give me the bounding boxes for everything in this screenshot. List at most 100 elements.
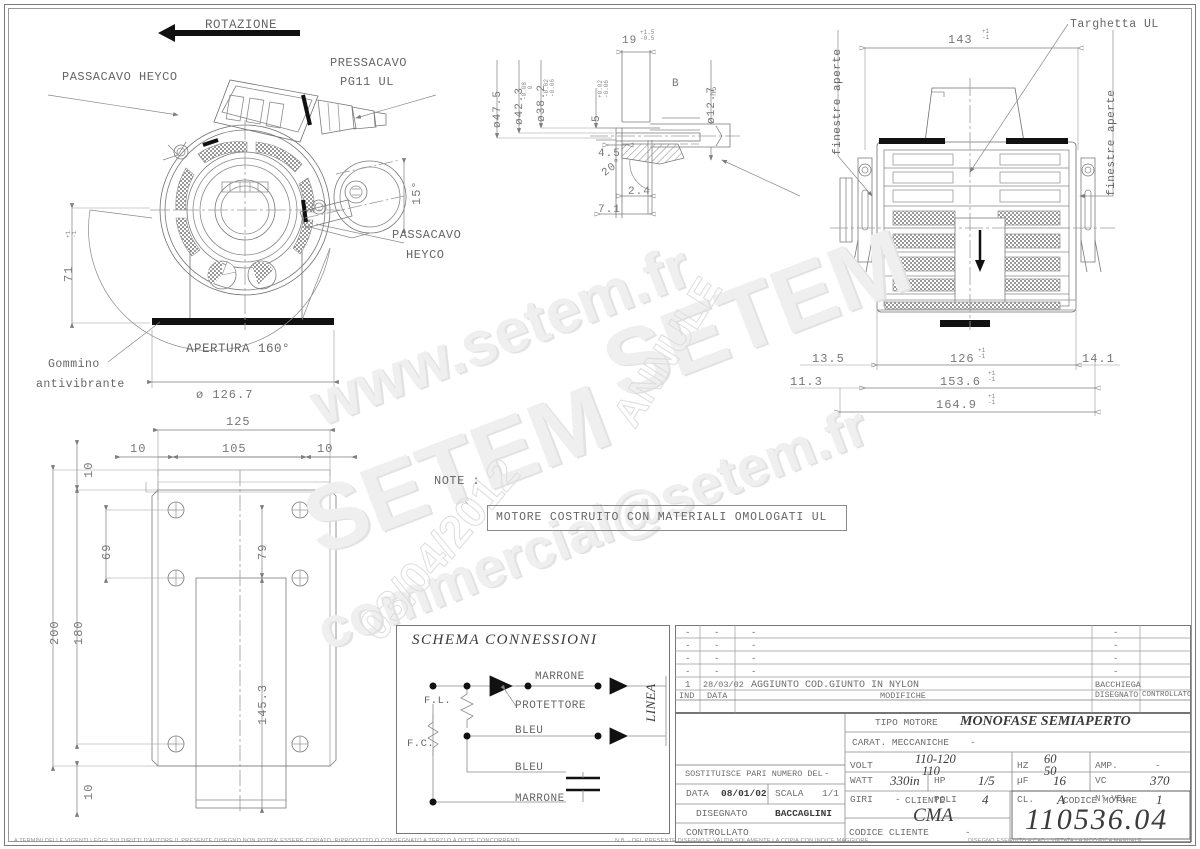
revision-ind: - (685, 628, 691, 638)
dim-w-5-tolerance: +0.02 -0.06 (597, 79, 610, 98)
dim-plate-79: 79 (256, 543, 270, 560)
cl-value: A (1057, 792, 1065, 807)
callout-pg11-ul: PG11 UL (340, 75, 394, 89)
callout-heyco-right: HEYCO (406, 248, 445, 262)
callout-finestre-aperte-right: finestre aperte (1106, 89, 1118, 196)
dim-plate-105: 105 (222, 442, 247, 456)
schema-label-marrone-top: MARRONE (535, 671, 585, 683)
revision-disegnato: - (1113, 667, 1119, 677)
footer-left: A TERMINI DELLE VIGENTI LEGGI SUI DIRITT… (14, 838, 522, 844)
cliente-label: CLIENTE (905, 795, 945, 806)
controllato-label: CONTROLLATO (686, 827, 749, 838)
revision-header-disegnato: DISEGNATO (1095, 691, 1139, 700)
sostituisce-value: - (824, 769, 830, 779)
dim-d42-3-tolerance: -0.08 0 (521, 81, 534, 100)
dim-143-tolerance: +1 -1 (982, 28, 990, 41)
cl-label: CL. (1017, 794, 1035, 805)
revision-data: - (714, 641, 720, 651)
dim-height-71-tolerance: +1 -1 (65, 230, 78, 238)
volt-value-top: 110-120 (915, 752, 956, 766)
dim-plate-10-top: 10 (82, 461, 96, 478)
dim-plate-10-bottom: 10 (82, 783, 96, 800)
revision-ind: - (685, 654, 691, 664)
revision-header-ind: IND (679, 691, 695, 701)
callout-targhetta-ul: Targhetta UL (1070, 18, 1159, 31)
dim-164-9: 164.9 (936, 398, 978, 412)
dim-153-6-tolerance: +1 -1 (988, 370, 996, 383)
schema-label-fc: F.C. (407, 738, 435, 750)
hz-value-bottom: 50 (1044, 764, 1057, 778)
disegnato-label: DISEGNATO (696, 808, 748, 819)
uf-label: µF (1017, 775, 1029, 786)
dim-2-4: 2.4 (628, 186, 651, 198)
dim-plate-200: 200 (48, 620, 62, 645)
tipo-motore-value: MONOFASE SEMIAPERTO (960, 714, 1131, 729)
data-label: DATA (686, 788, 709, 799)
amp-value: - (1155, 760, 1161, 771)
sheet-border-outer (4, 4, 1196, 846)
revision-disegnato: - (1113, 641, 1119, 651)
volt-value-bottom: 110 (922, 764, 940, 778)
uf-value: 16 (1053, 773, 1066, 788)
note-label: NOTE : (434, 474, 481, 488)
schema-label-linea: LINEA (643, 683, 658, 722)
revision-table (675, 625, 1191, 713)
dim-plate-69: 69 (100, 543, 114, 560)
schema-label-marrone-bottom: MARRONE (515, 793, 565, 805)
dim-plate-10-right: 10 (317, 442, 334, 456)
codice-cliente-label: CODICE CLIENTE (849, 827, 929, 838)
footer-center: N.B. - DEL PRESENTE DISEGNO E' VALIDA SO… (615, 838, 871, 844)
sostituisce-label: SOSTITUISCE PARI NUMERO DEL (685, 769, 823, 779)
watt-value: 330in (890, 773, 920, 788)
revision-modifiche: - (751, 628, 757, 638)
dim-w-4-5: 4.5 (598, 148, 621, 160)
revision-disegnato: - (1113, 628, 1119, 638)
dim-126: 126 (950, 352, 975, 366)
note-text: MOTORE COSTRUITO CON MATERIALI OMOLOGATI… (496, 511, 828, 524)
revision-ind: - (685, 641, 691, 651)
dim-7-1: 7.1 (598, 204, 621, 216)
poli-label: POLI (934, 794, 957, 805)
revision-ind: 1 (685, 680, 691, 690)
nvel-value: 1 (1156, 792, 1163, 807)
carat-meccaniche-label: CARAT. MECCANICHE (852, 737, 949, 748)
revision-header-data: DATA (707, 691, 728, 701)
revision-data: - (714, 667, 720, 677)
revision-ind: - (685, 667, 691, 677)
dim-height-71: 71 (62, 265, 76, 282)
schema-title: SCHEMA CONNESSIONI (412, 632, 598, 648)
callout-gommino: Gommino (48, 358, 100, 371)
revision-header-controllato: CONTROLLATO (1142, 691, 1192, 699)
schema-label-bleu-bottom: BLEU (515, 762, 544, 774)
sheet-border-inner (8, 8, 1192, 842)
title-block (675, 713, 1191, 843)
watt-label: WATT (850, 775, 873, 786)
schema-label-fl: F.L. (424, 695, 452, 707)
poli-value: 4 (982, 792, 989, 807)
revision-data: - (714, 654, 720, 664)
revision-modifiche: AGGIUNTO COD.GIUNTO IN NYLON (751, 680, 920, 691)
dim-plate-10-left: 10 (130, 442, 147, 456)
dim-diameter-126-7: ø 126.7 (196, 388, 254, 402)
dim-angle-15: 15° (410, 180, 424, 205)
rotation-label: ROTAZIONE (205, 18, 278, 32)
vc-value: 370 (1150, 773, 1170, 788)
revision-data: 28/03/02 (703, 680, 744, 690)
callout-antivibrante: antivibrante (36, 378, 125, 391)
codice-cliente-value: - (965, 827, 971, 838)
note-box (487, 505, 847, 531)
aperture-label: APERTURA 160° (186, 342, 291, 356)
revision-modifiche: - (751, 654, 757, 664)
dim-len-19-tolerance: +1.5 -0.5 (640, 29, 655, 42)
hp-value: 1/5 (978, 773, 995, 788)
revision-modifiche: - (751, 641, 757, 651)
dim-126-tolerance: +1 -1 (978, 347, 986, 360)
callout-passacavo-right: PASSACAVO (392, 228, 462, 242)
dim-11-3: 11.3 (790, 375, 823, 389)
footer-right: DISEGNO ESEGUITO A CAD - VIETATA LA MODI… (968, 838, 1142, 844)
callout-passacavo-heyco-left: PASSACAVO HEYCO (62, 70, 178, 84)
dim-143: 143 (948, 33, 973, 47)
hp-label: HP (934, 775, 946, 786)
dim-w-5: 5 (591, 114, 603, 122)
